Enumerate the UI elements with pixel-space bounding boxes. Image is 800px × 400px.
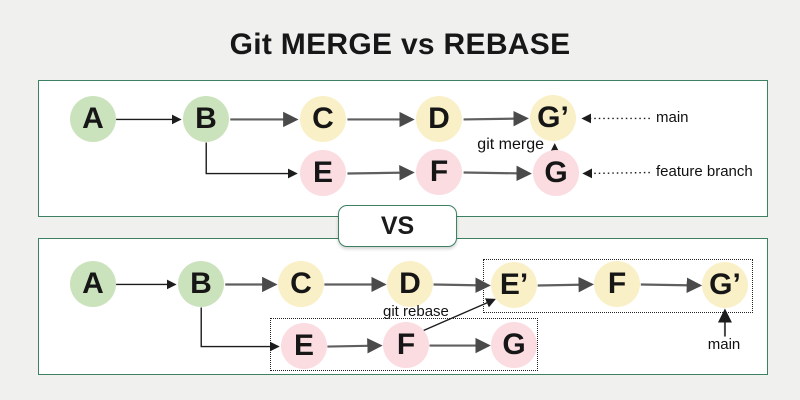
arrow-d-to-gprime [463, 110, 529, 127]
vs-badge: VS [338, 205, 457, 247]
commit-node-e: E [300, 150, 346, 196]
commit-node-c: C [278, 261, 324, 307]
git-rebase-label: git rebase [383, 303, 449, 320]
commit-node-b: B [183, 96, 229, 142]
commit-node-a: A [70, 261, 116, 307]
commit-node-d: D [416, 96, 462, 142]
merge-diagram-panel: A B C D G’ E F G git merge main feature … [38, 80, 768, 217]
commit-node-g: G [533, 150, 579, 196]
commit-node-c: C [300, 96, 346, 142]
commit-node-d: D [387, 261, 433, 307]
commit-node-e: E [281, 323, 327, 369]
commit-node-b: B [178, 261, 224, 307]
commit-node-f-rebased: F [594, 261, 640, 307]
commit-node-f: F [416, 149, 462, 195]
feature-branch-label: feature branch [656, 163, 753, 180]
commit-node-g: G [491, 322, 537, 368]
commit-node-g-prime: G’ [530, 95, 576, 141]
arrow-e-to-f [347, 165, 415, 181]
git-merge-label: git merge [477, 136, 544, 153]
rebase-diagram-panel: A B C D E’ F G’ E F G git rebase main [38, 238, 768, 375]
main-branch-label: main [656, 109, 689, 126]
arrow-b-to-e-branch [205, 142, 298, 179]
merge-arrows-layer [116, 110, 650, 182]
arrow-feature-pointer-dotted [582, 168, 650, 179]
arrow-b-to-e-branch [200, 307, 280, 352]
main-branch-label: main [707, 336, 741, 353]
arrow-d-to-eprime [433, 277, 491, 293]
commit-node-e-prime: E’ [491, 262, 537, 308]
arrow-f-to-g [463, 165, 532, 182]
commit-node-f: F [383, 322, 429, 368]
commit-node-g-prime: G’ [702, 262, 748, 308]
commit-node-a: A [70, 96, 116, 142]
page-title: Git MERGE vs REBASE [229, 28, 571, 61]
